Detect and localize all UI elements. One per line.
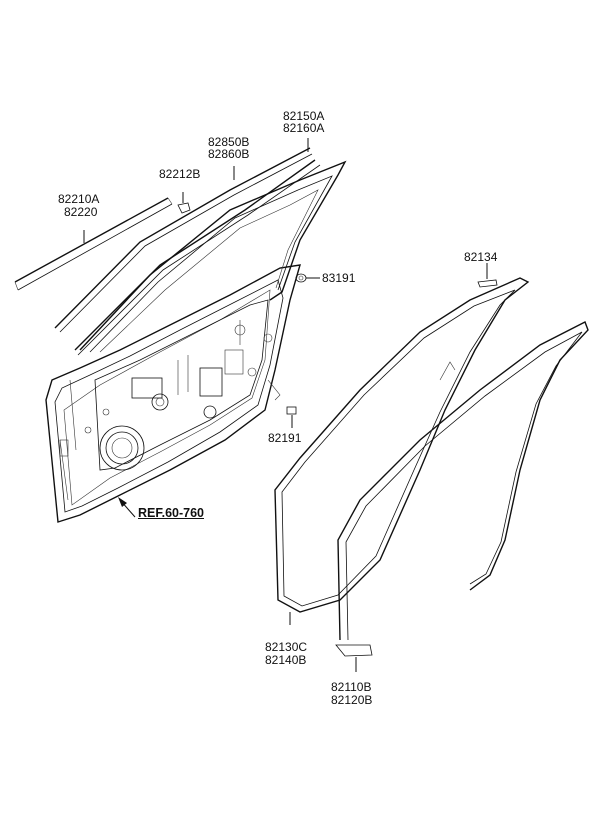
label-82160: 82160A: [283, 121, 325, 135]
label-82191: 82191: [268, 431, 302, 445]
door-side-weatherstrip: [274, 277, 530, 625]
label-82850: 82850B: [208, 135, 250, 149]
label-82220: 82220: [64, 205, 98, 219]
label-82134: 82134: [464, 250, 498, 264]
retainer-part: [477, 263, 498, 288]
inner-weatherstrip: [74, 138, 321, 356]
plug-part: [286, 406, 297, 428]
label-82212: 82212B: [159, 167, 201, 181]
label-82120: 82120B: [331, 693, 373, 707]
label-82130: 82130C: [265, 640, 308, 654]
body-side-weatherstrip: [335, 321, 589, 672]
grommet-part: [295, 273, 320, 283]
label-82150: 82150A: [283, 109, 325, 123]
label-82210: 82210A: [58, 192, 100, 206]
label-83191: 83191: [322, 271, 356, 285]
glass-run-channel: [54, 147, 313, 333]
label-82110: 82110B: [331, 680, 372, 694]
ref-label[interactable]: REF.60-760: [138, 506, 205, 520]
label-82140: 82140B: [265, 653, 307, 667]
belt-moulding-outer: [14, 197, 173, 291]
door-inner-panel: [59, 299, 281, 501]
label-82860: 82860B: [208, 147, 250, 161]
clip-part: [177, 192, 191, 214]
door-shell: [45, 160, 347, 523]
ref-arrow: [118, 497, 136, 518]
